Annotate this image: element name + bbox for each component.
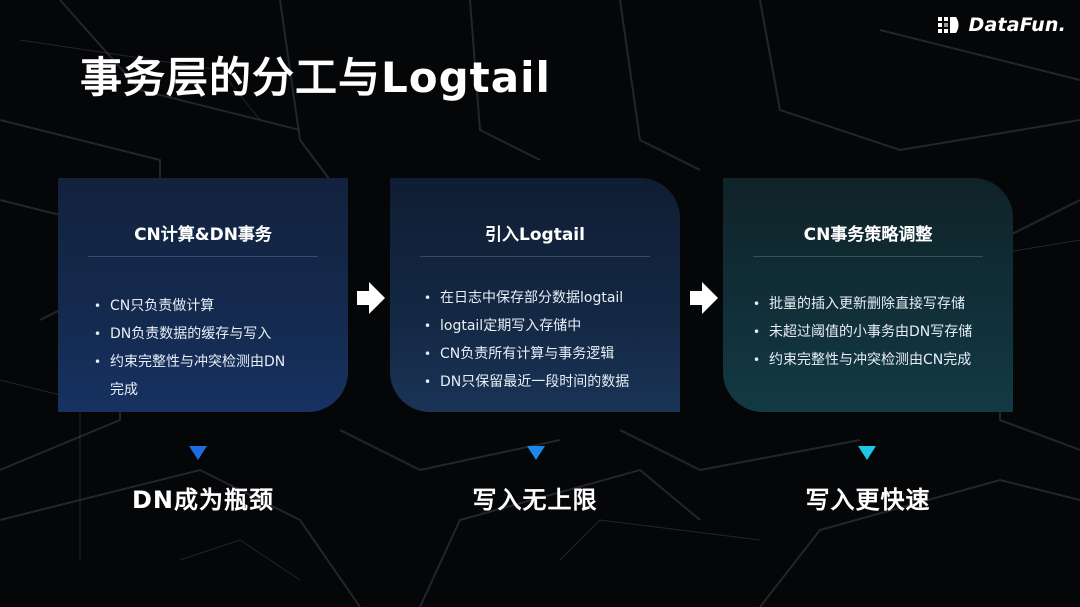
card-heading: 引入Logtail	[485, 225, 585, 245]
list-item: DN只保留最近一段时间的数据	[424, 368, 654, 396]
brand-name: DataFun.	[968, 14, 1066, 36]
result-label: 写入更快速	[805, 486, 931, 514]
list-item: logtail定期写入存储中	[424, 312, 654, 340]
card-cn-strategy: CN事务策略调整 批量的插入更新删除直接写存储 未超过阈值的小事务由DN写存储 …	[723, 178, 1013, 412]
list-item: 约束完整性与冲突检测由DN	[94, 348, 322, 376]
card-logtail: 引入Logtail 在日志中保存部分数据logtail logtail定期写入存…	[390, 178, 680, 412]
slide-title: 事务层的分工与Logtail	[80, 53, 551, 102]
bullet-list: 批量的插入更新删除直接写存储 未超过阈值的小事务由DN写存储 约束完整性与冲突检…	[753, 290, 987, 374]
list-item: 约束完整性与冲突检测由CN完成	[753, 346, 987, 374]
down-triangle-icon	[858, 446, 876, 460]
bullet-list: 在日志中保存部分数据logtail logtail定期写入存储中 CN负责所有计…	[424, 284, 654, 396]
brand-logo: DataFun.	[936, 14, 1066, 36]
list-item: CN只负责做计算	[94, 292, 322, 320]
list-item: 在日志中保存部分数据logtail	[424, 284, 654, 312]
right-arrow-icon	[690, 282, 718, 314]
card-divider	[753, 256, 983, 257]
list-item-continuation: 完成	[94, 376, 322, 404]
list-item: CN负责所有计算与事务逻辑	[424, 340, 654, 368]
list-item: 未超过阈值的小事务由DN写存储	[753, 318, 987, 346]
down-triangle-icon	[189, 446, 207, 460]
card-heading: CN计算&DN事务	[134, 225, 272, 245]
card-heading: CN事务策略调整	[803, 225, 933, 245]
card-divider	[88, 256, 318, 257]
list-item: 批量的插入更新删除直接写存储	[753, 290, 987, 318]
result-label: 写入无上限	[472, 486, 598, 514]
result-label: DN成为瓶颈	[131, 486, 274, 514]
card-cn-dn: CN计算&DN事务 CN只负责做计算 DN负责数据的缓存与写入 约束完整性与冲突…	[58, 178, 348, 412]
bullet-list: CN只负责做计算 DN负责数据的缓存与写入 约束完整性与冲突检测由DN 完成	[94, 292, 322, 404]
down-triangle-icon	[527, 446, 545, 460]
right-arrow-icon	[357, 282, 385, 314]
card-divider	[420, 256, 650, 257]
datafun-logo-icon	[938, 17, 959, 33]
list-item: DN负责数据的缓存与写入	[94, 320, 322, 348]
list-item-text: 完成	[110, 382, 138, 398]
